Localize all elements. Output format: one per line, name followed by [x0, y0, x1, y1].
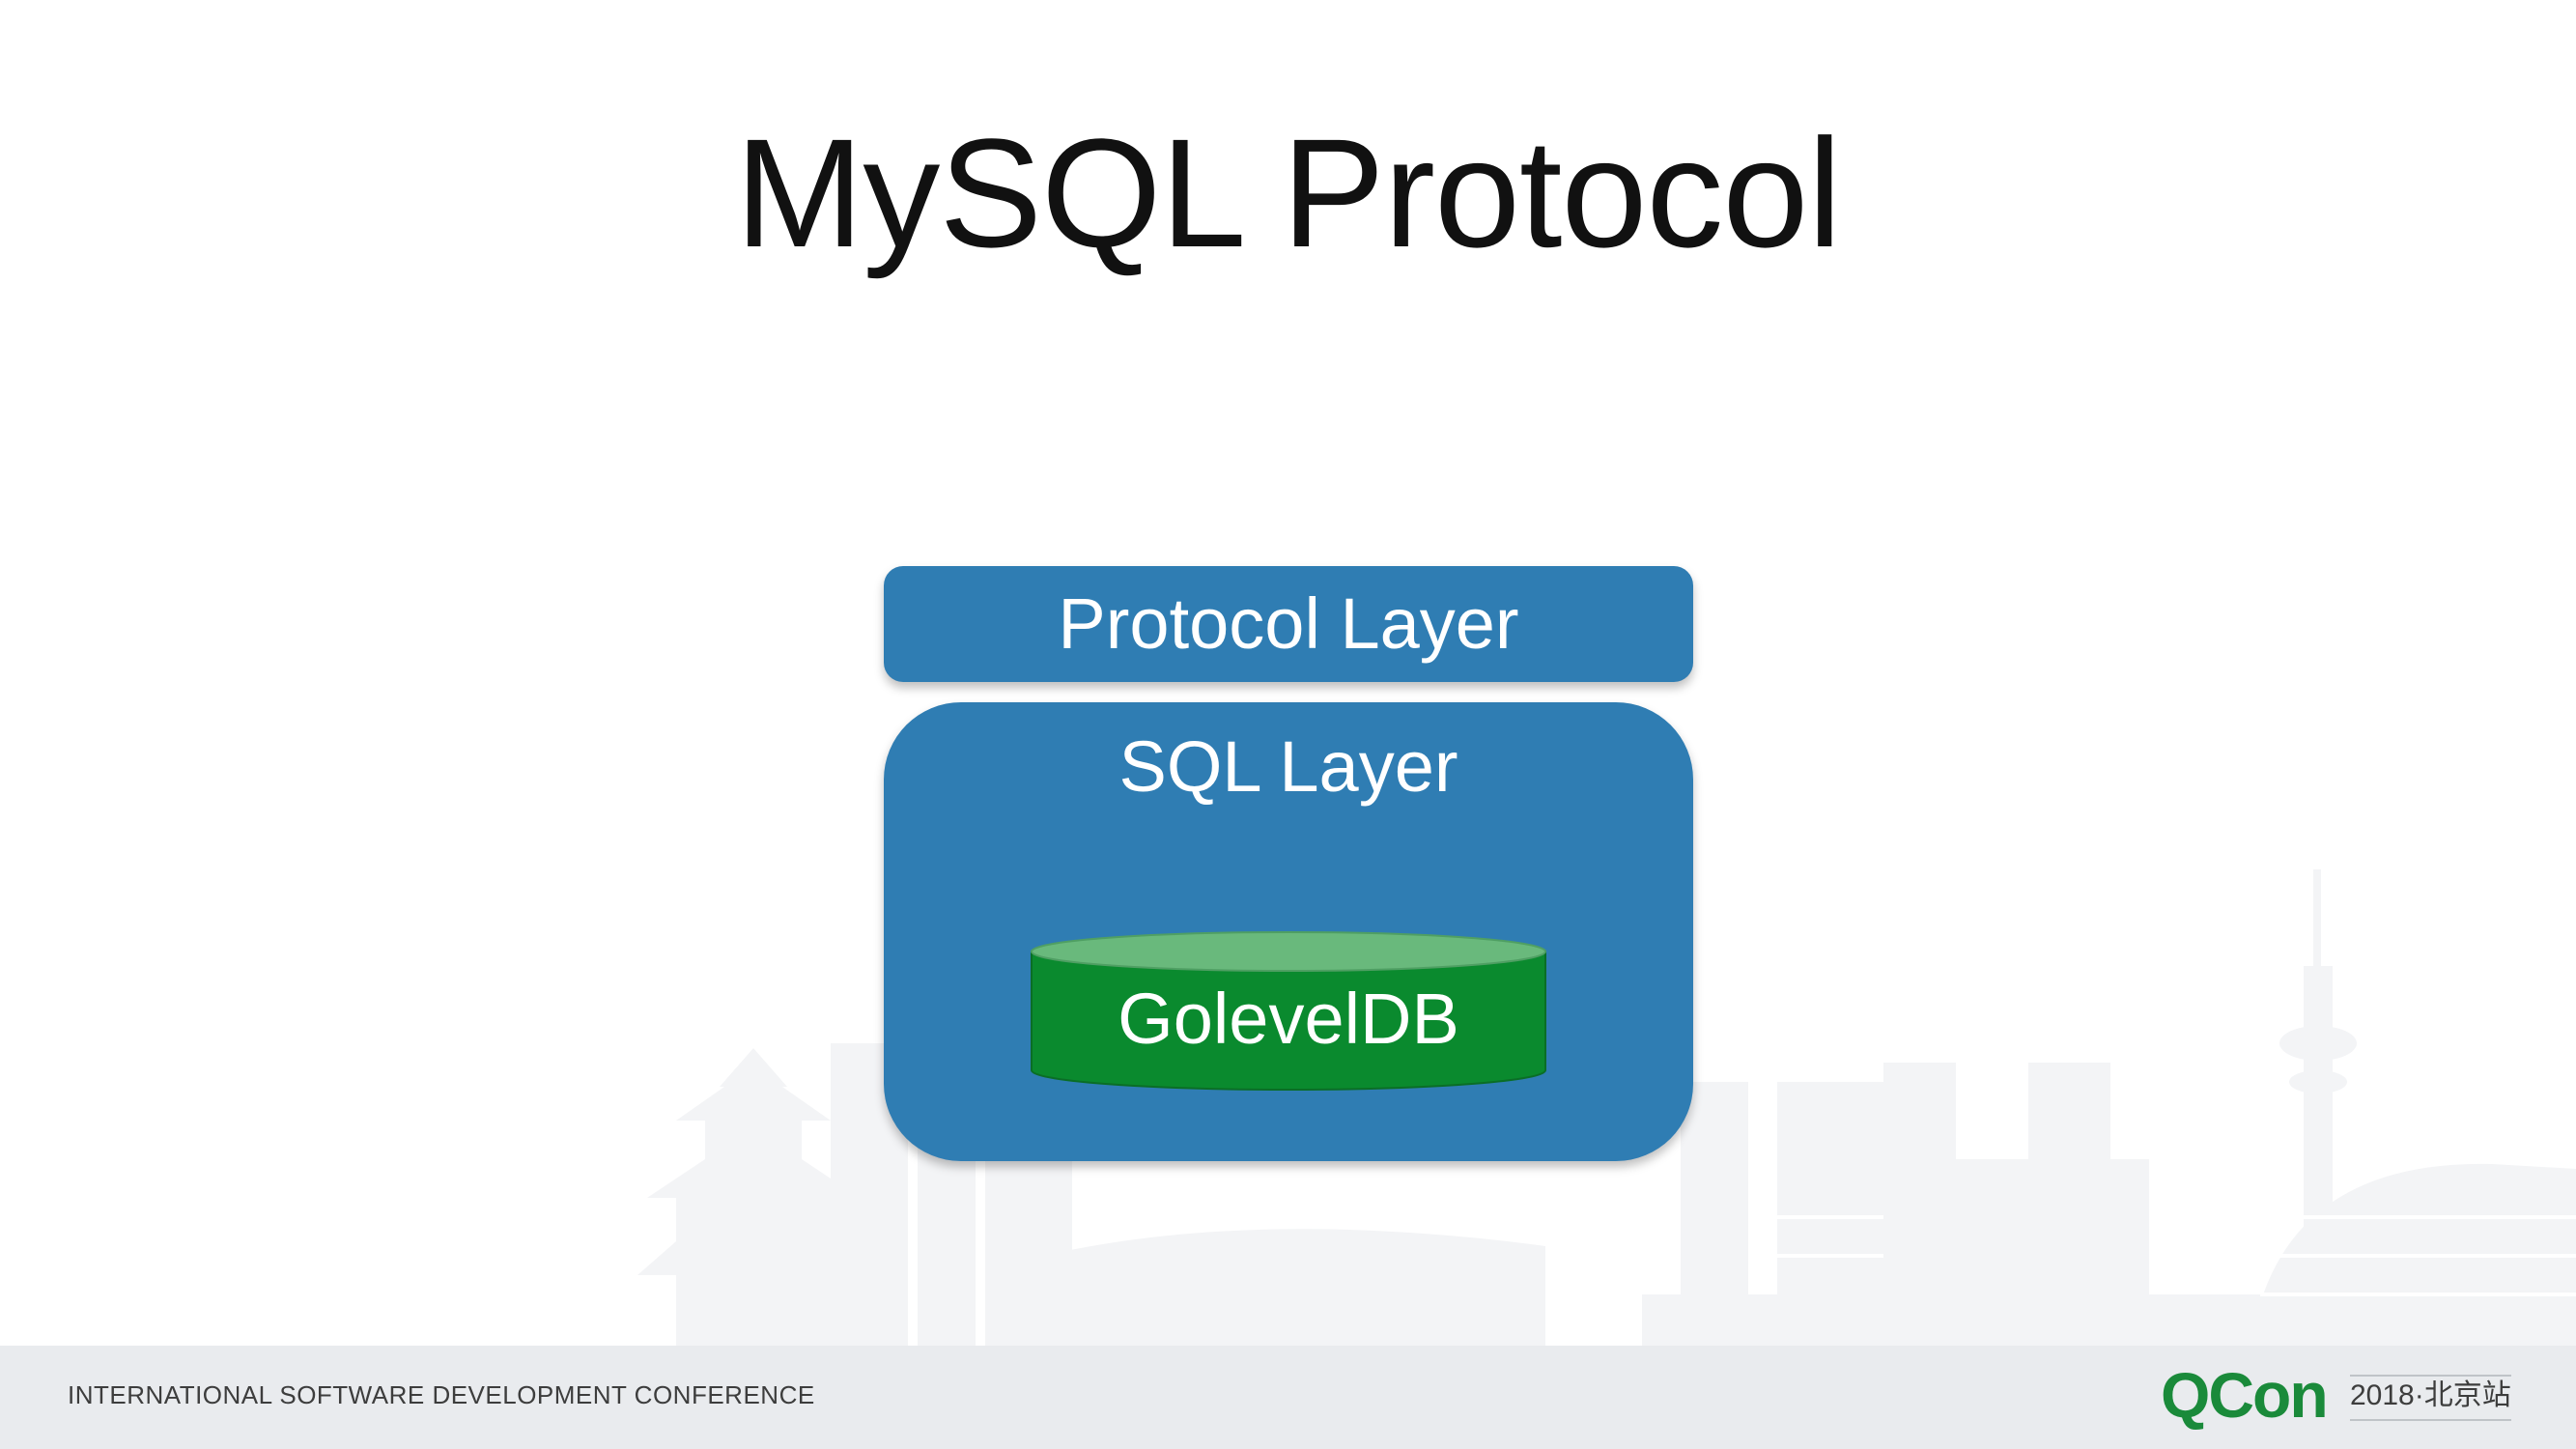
- conference-edition: 2018·北京站: [2350, 1375, 2511, 1421]
- goleveldb-label: GolevelDB: [1118, 979, 1459, 1059]
- protocol-layer-label: Protocol Layer: [1058, 583, 1519, 664]
- slide-title: MySQL Protocol: [735, 106, 1842, 279]
- goleveldb-cylinder-icon: [1031, 931, 1546, 1091]
- footer-bar: INTERNATIONAL SOFTWARE DEVELOPMENT CONFE…: [0, 1346, 2576, 1449]
- conference-name: INTERNATIONAL SOFTWARE DEVELOPMENT CONFE…: [68, 1380, 815, 1409]
- protocol-layer-box: Protocol Layer: [884, 566, 1693, 682]
- qcon-logo: QCon: [2161, 1359, 2329, 1431]
- sql-layer-label: SQL Layer: [1118, 726, 1458, 807]
